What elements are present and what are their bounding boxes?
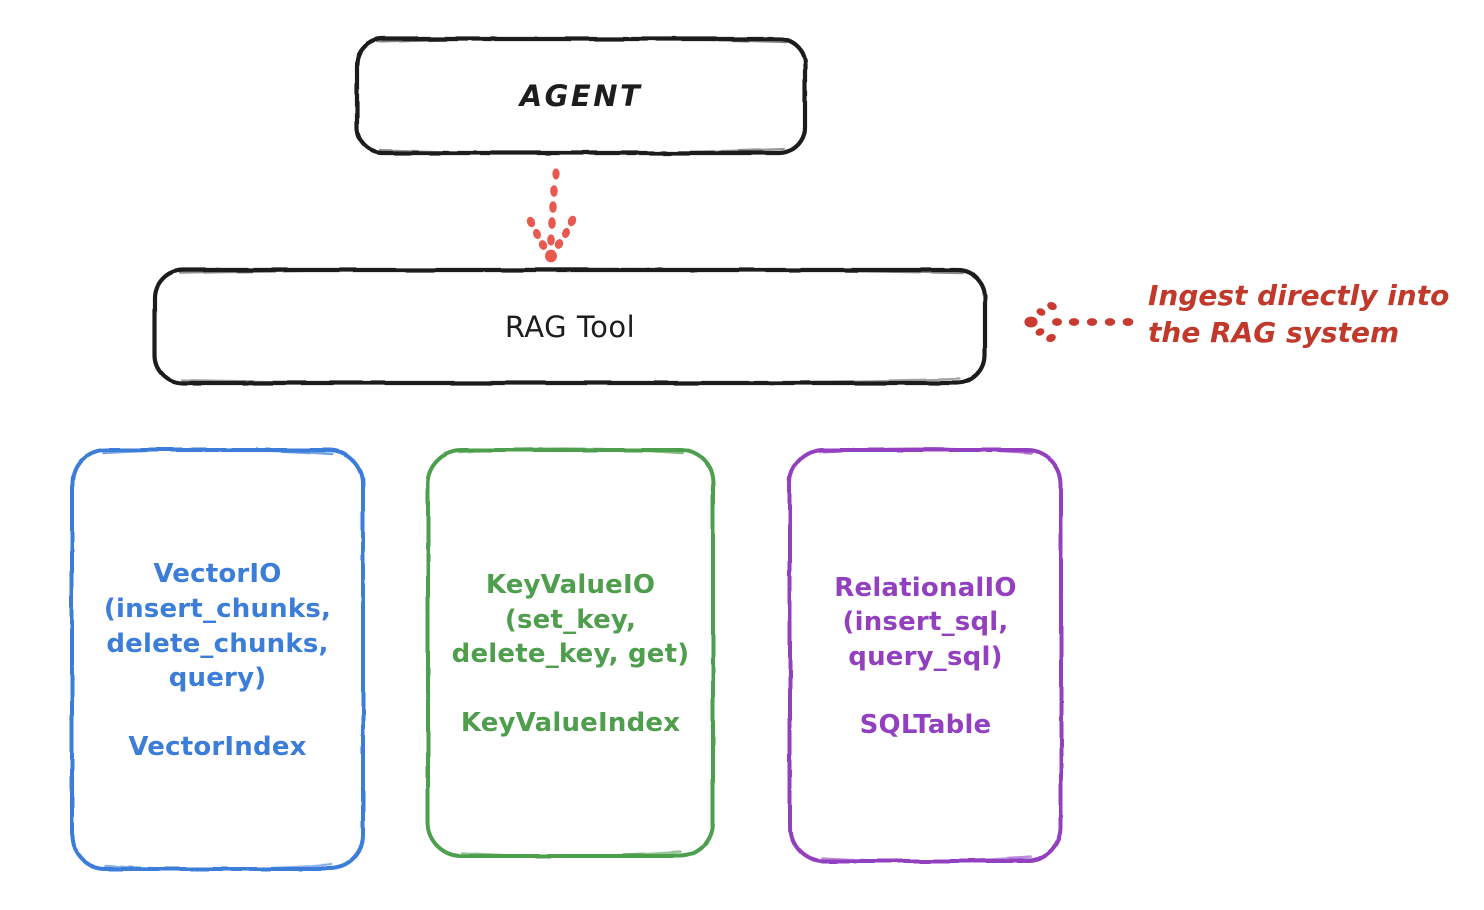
- vectorio-index-label: VectorIndex: [128, 731, 307, 762]
- vectorio-api-label: VectorIO (insert_chunks, delete_chunks, …: [103, 559, 332, 694]
- ingest-annotation-text: Ingest directly into the RAG system: [1148, 279, 1450, 349]
- relationalio-index-label: SQLTable: [859, 710, 992, 741]
- rag-tool-box[interactable]: RAG Tool: [155, 270, 985, 383]
- dotted-arrow-left-icon: [1024, 301, 1134, 343]
- rag-tool-label: RAG Tool: [504, 309, 636, 344]
- relationalio-api-label: RelationalIO (insert_sql, query_sql): [834, 572, 1017, 672]
- agent-label: AGENT: [519, 79, 643, 113]
- keyvalueio-api-label: KeyValueIO (set_key, delete_key, get): [451, 570, 690, 670]
- keyvalueio-index-label: KeyValueIndex: [460, 707, 681, 738]
- agent-box[interactable]: AGENT: [357, 39, 805, 153]
- vectorio-box-outline: [70, 448, 365, 871]
- rag-tool-box-outline: [152, 267, 988, 386]
- vectorio-box[interactable]: VectorIO (insert_chunks, delete_chunks, …: [72, 450, 363, 869]
- dotted-arrow-down-icon: [526, 168, 577, 263]
- keyvalueio-box-outline: [426, 447, 715, 858]
- agent-box-outline: [354, 36, 808, 156]
- relationalio-box-outline: [788, 447, 1063, 863]
- relationalio-box[interactable]: RelationalIO (insert_sql, query_sql) SQL…: [790, 450, 1061, 861]
- keyvalueio-box[interactable]: KeyValueIO (set_key, delete_key, get) Ke…: [428, 450, 713, 856]
